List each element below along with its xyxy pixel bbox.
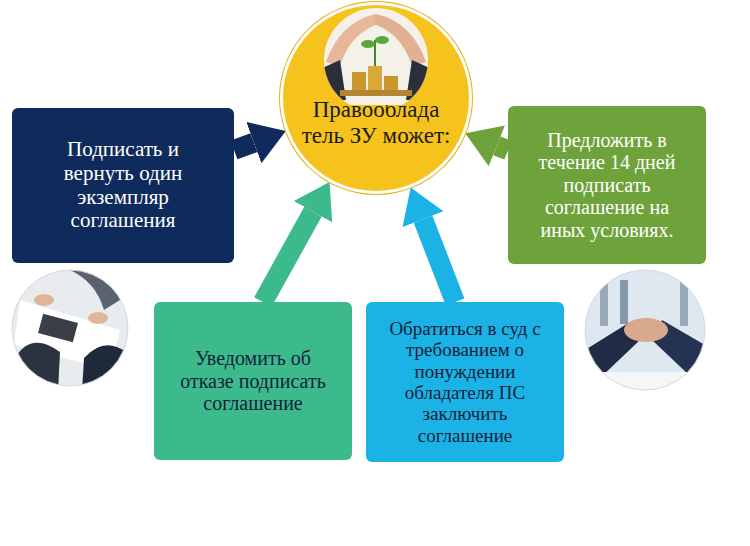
arrow-connector <box>423 219 455 302</box>
hand-right <box>374 14 426 66</box>
coin-stack <box>368 66 382 90</box>
plant-leaf <box>375 36 389 44</box>
hand <box>88 312 108 324</box>
plant-stem <box>374 40 376 66</box>
option-box: Подписать и вернуть один экземпляр согла… <box>12 108 234 263</box>
hand-left <box>326 14 378 66</box>
meeting-photo <box>10 268 130 392</box>
arrow-connector <box>234 143 254 150</box>
node-label: Уведомить об отказе подписать соглашение <box>168 347 338 414</box>
person <box>70 268 120 310</box>
money-illustration <box>318 5 434 105</box>
laptop <box>38 314 78 343</box>
sleeve-left <box>585 322 640 378</box>
hand <box>34 294 54 306</box>
background-figure <box>620 280 628 324</box>
table <box>14 300 120 370</box>
sleeve-left <box>318 60 346 100</box>
central-circle: Правооблада тель ЗУ может: <box>280 2 472 194</box>
papers <box>600 372 690 390</box>
option-box: Предложить в течение 14 дней подписать с… <box>508 106 706 264</box>
node-label: Подписать и вернуть один экземпляр согла… <box>34 138 212 232</box>
photo-background <box>318 5 434 105</box>
arrow-connector <box>263 212 313 302</box>
background-figure <box>680 276 688 326</box>
handshake-photo <box>585 270 705 390</box>
sleeve-right <box>406 60 434 100</box>
coin-stack <box>352 72 366 90</box>
sleeve-right <box>652 320 705 376</box>
photo-background <box>585 270 705 390</box>
option-box: Уведомить об отказе подписать соглашение <box>154 302 352 460</box>
coin-base <box>340 90 412 96</box>
person <box>10 343 60 392</box>
background-figure <box>600 276 608 326</box>
node-label: Предложить в течение 14 дней подписать с… <box>522 129 692 241</box>
photo-frame <box>12 270 128 386</box>
photo-background <box>10 268 130 388</box>
option-box: Обратиться в суд с требованием о понужде… <box>366 302 564 462</box>
node-label: Обратиться в суд с требованием о понужде… <box>376 318 554 446</box>
person <box>82 345 130 392</box>
handshake <box>624 318 668 342</box>
plant-leaf <box>361 40 375 48</box>
node-label: Правооблада тель ЗУ может: <box>301 97 451 149</box>
arrow-connector <box>497 146 508 150</box>
photo-frame <box>585 270 705 390</box>
coin-stack <box>384 76 398 90</box>
